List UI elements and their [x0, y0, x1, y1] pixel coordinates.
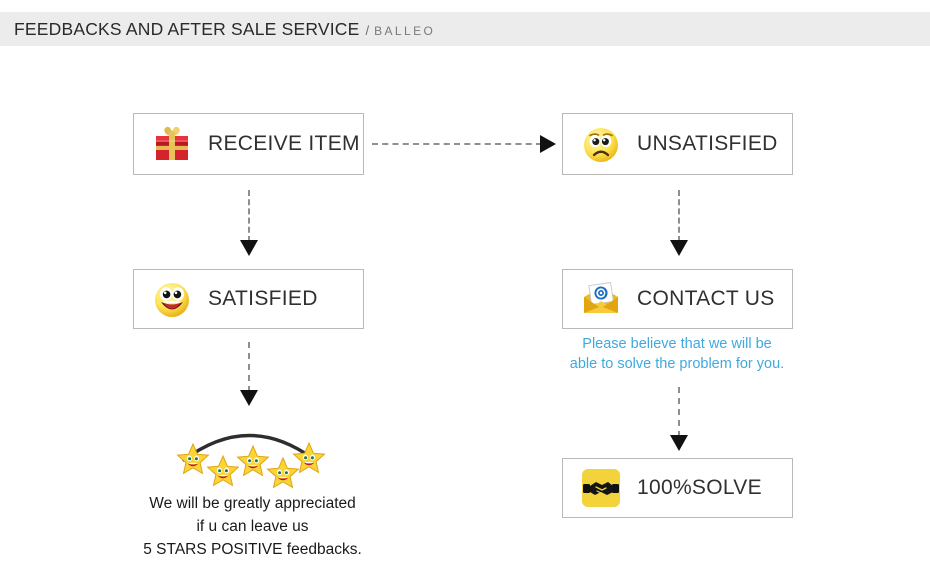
- page-header-bar: FEEDBACKS AND AFTER SALE SERVICE / BALLE…: [0, 12, 930, 46]
- page-title: FEEDBACKS AND AFTER SALE SERVICE: [14, 18, 360, 39]
- arrow-unsatisfied-to-contact-us: [670, 190, 688, 258]
- smiling-star-icon: [292, 441, 326, 475]
- header-title-group: FEEDBACKS AND AFTER SALE SERVICE / BALLE…: [0, 19, 435, 40]
- flow-box-label: SATISFIED: [208, 287, 318, 310]
- sad-face-icon: [579, 122, 623, 166]
- flow-box-unsatisfied[interactable]: UNSATISFIED: [562, 113, 793, 175]
- arrow-receive-item-to-satisfied: [240, 190, 258, 258]
- feedback-request-note-line-2: if u can leave us: [196, 518, 309, 535]
- arrow-head: [240, 240, 258, 256]
- feedback-request-note-line-3: 5 STARS POSITIVE feedbacks.: [143, 541, 362, 558]
- flow-box-solve[interactable]: 100%SOLVE: [562, 458, 793, 518]
- brand-name: BALLEO: [374, 23, 436, 38]
- flow-box-label: RECEIVE ITEM: [208, 132, 360, 155]
- arrow-shaft: [372, 143, 542, 145]
- contact-us-note-line-2: able to solve the problem for you.: [569, 356, 785, 372]
- arrow-head: [540, 135, 556, 153]
- arrow-shaft: [678, 387, 680, 437]
- contact-us-note: Please believe that we will be able to s…: [543, 334, 811, 374]
- flow-box-receive-item[interactable]: RECEIVE ITEM: [133, 113, 364, 175]
- smiling-star-icon: [206, 454, 240, 488]
- feedback-request-note-line-1: We will be greatly appreciated: [149, 495, 356, 512]
- smiling-star-icon: [176, 442, 210, 476]
- star-rating-group: [168, 408, 328, 489]
- feedback-request-note: We will be greatly appreciated if u can …: [110, 492, 395, 561]
- arrow-receive-item-to-unsatisfied: [372, 135, 558, 153]
- contact-us-note-line-1: Please believe that we will be: [582, 336, 772, 352]
- gift-box-icon: [150, 122, 194, 166]
- arrow-shaft: [678, 190, 680, 242]
- rating-arc-line: [182, 433, 314, 462]
- flow-box-satisfied[interactable]: SATISFIED: [133, 269, 364, 329]
- handshake-icon: [579, 466, 623, 510]
- arrow-shaft: [248, 342, 250, 392]
- arrow-head: [670, 240, 688, 256]
- flow-box-label: UNSATISFIED: [637, 132, 778, 155]
- arrow-satisfied-to-stars: [240, 342, 258, 408]
- header-separator: /: [365, 22, 370, 38]
- arrow-contact-us-to-solve: [670, 387, 688, 453]
- email-envelope-icon: [579, 277, 623, 321]
- flow-box-contact-us[interactable]: CONTACT US: [562, 269, 793, 329]
- arrow-head: [240, 390, 258, 406]
- happy-face-icon: [150, 277, 194, 321]
- smiling-star-icon: [266, 456, 300, 490]
- smiling-star-icon: [236, 444, 270, 478]
- flow-box-label: 100%SOLVE: [637, 476, 762, 499]
- flow-box-label: CONTACT US: [637, 287, 775, 310]
- arrow-shaft: [248, 190, 250, 242]
- arrow-head: [670, 435, 688, 451]
